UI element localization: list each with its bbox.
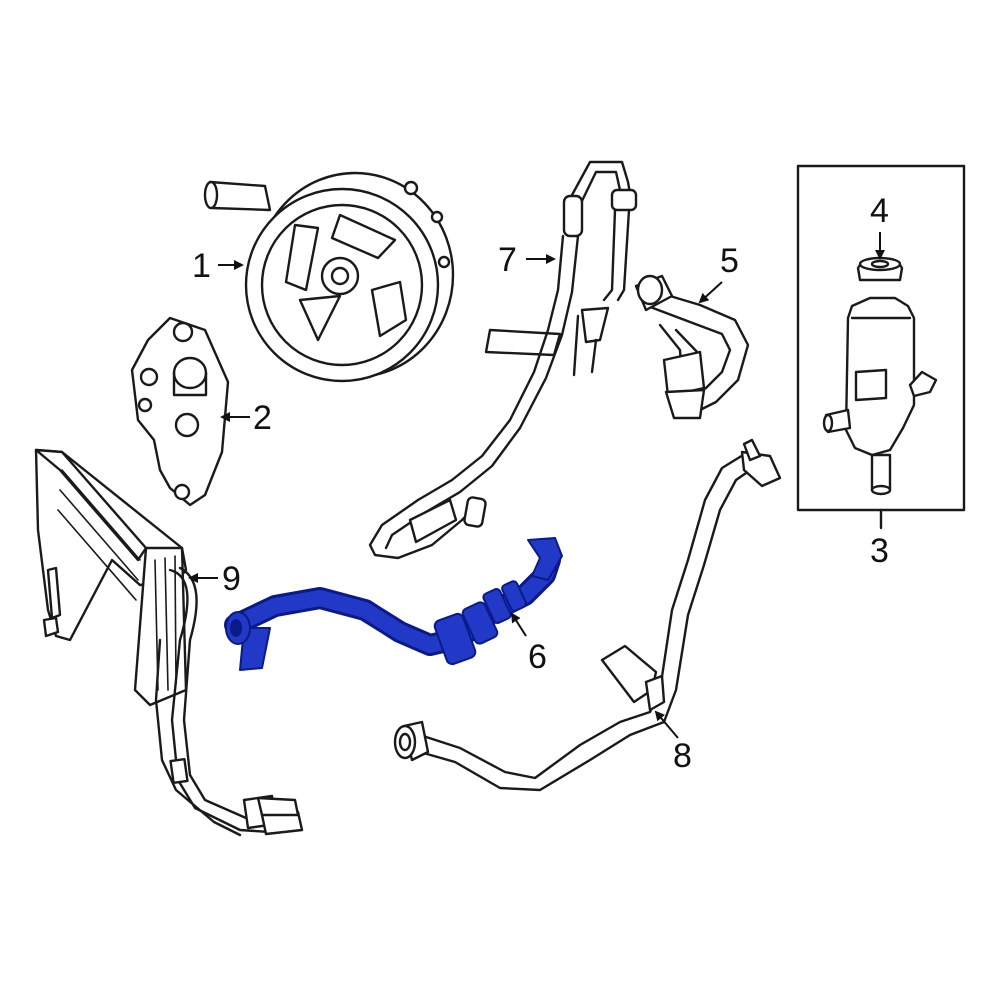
leader-lines (188, 232, 885, 739)
callout-labels: 1 2 3 4 5 6 7 8 9 (192, 192, 889, 775)
pump-mounting-bracket[interactable] (130, 316, 230, 507)
leader-8 (654, 710, 679, 739)
reservoir-hose[interactable] (634, 274, 750, 420)
return-hose-highlighted[interactable] (224, 537, 563, 671)
callout-6: 6 (528, 638, 547, 676)
reservoir-cap[interactable] (856, 256, 904, 282)
leader-6 (510, 612, 527, 637)
callout-1: 1 (192, 247, 211, 285)
callout-5: 5 (720, 242, 739, 280)
callout-9: 9 (222, 560, 241, 598)
leader-5 (698, 281, 723, 304)
pressure-line-assembly[interactable] (368, 160, 638, 560)
reservoir-assembly[interactable] (796, 164, 966, 530)
callout-2: 2 (253, 399, 272, 437)
callout-8: 8 (673, 737, 692, 775)
callout-7: 7 (498, 241, 517, 279)
callout-3: 3 (870, 532, 889, 570)
callout-4: 4 (870, 192, 889, 230)
oil-cooler[interactable] (34, 448, 304, 837)
power-steering-pump[interactable] (203, 171, 455, 383)
